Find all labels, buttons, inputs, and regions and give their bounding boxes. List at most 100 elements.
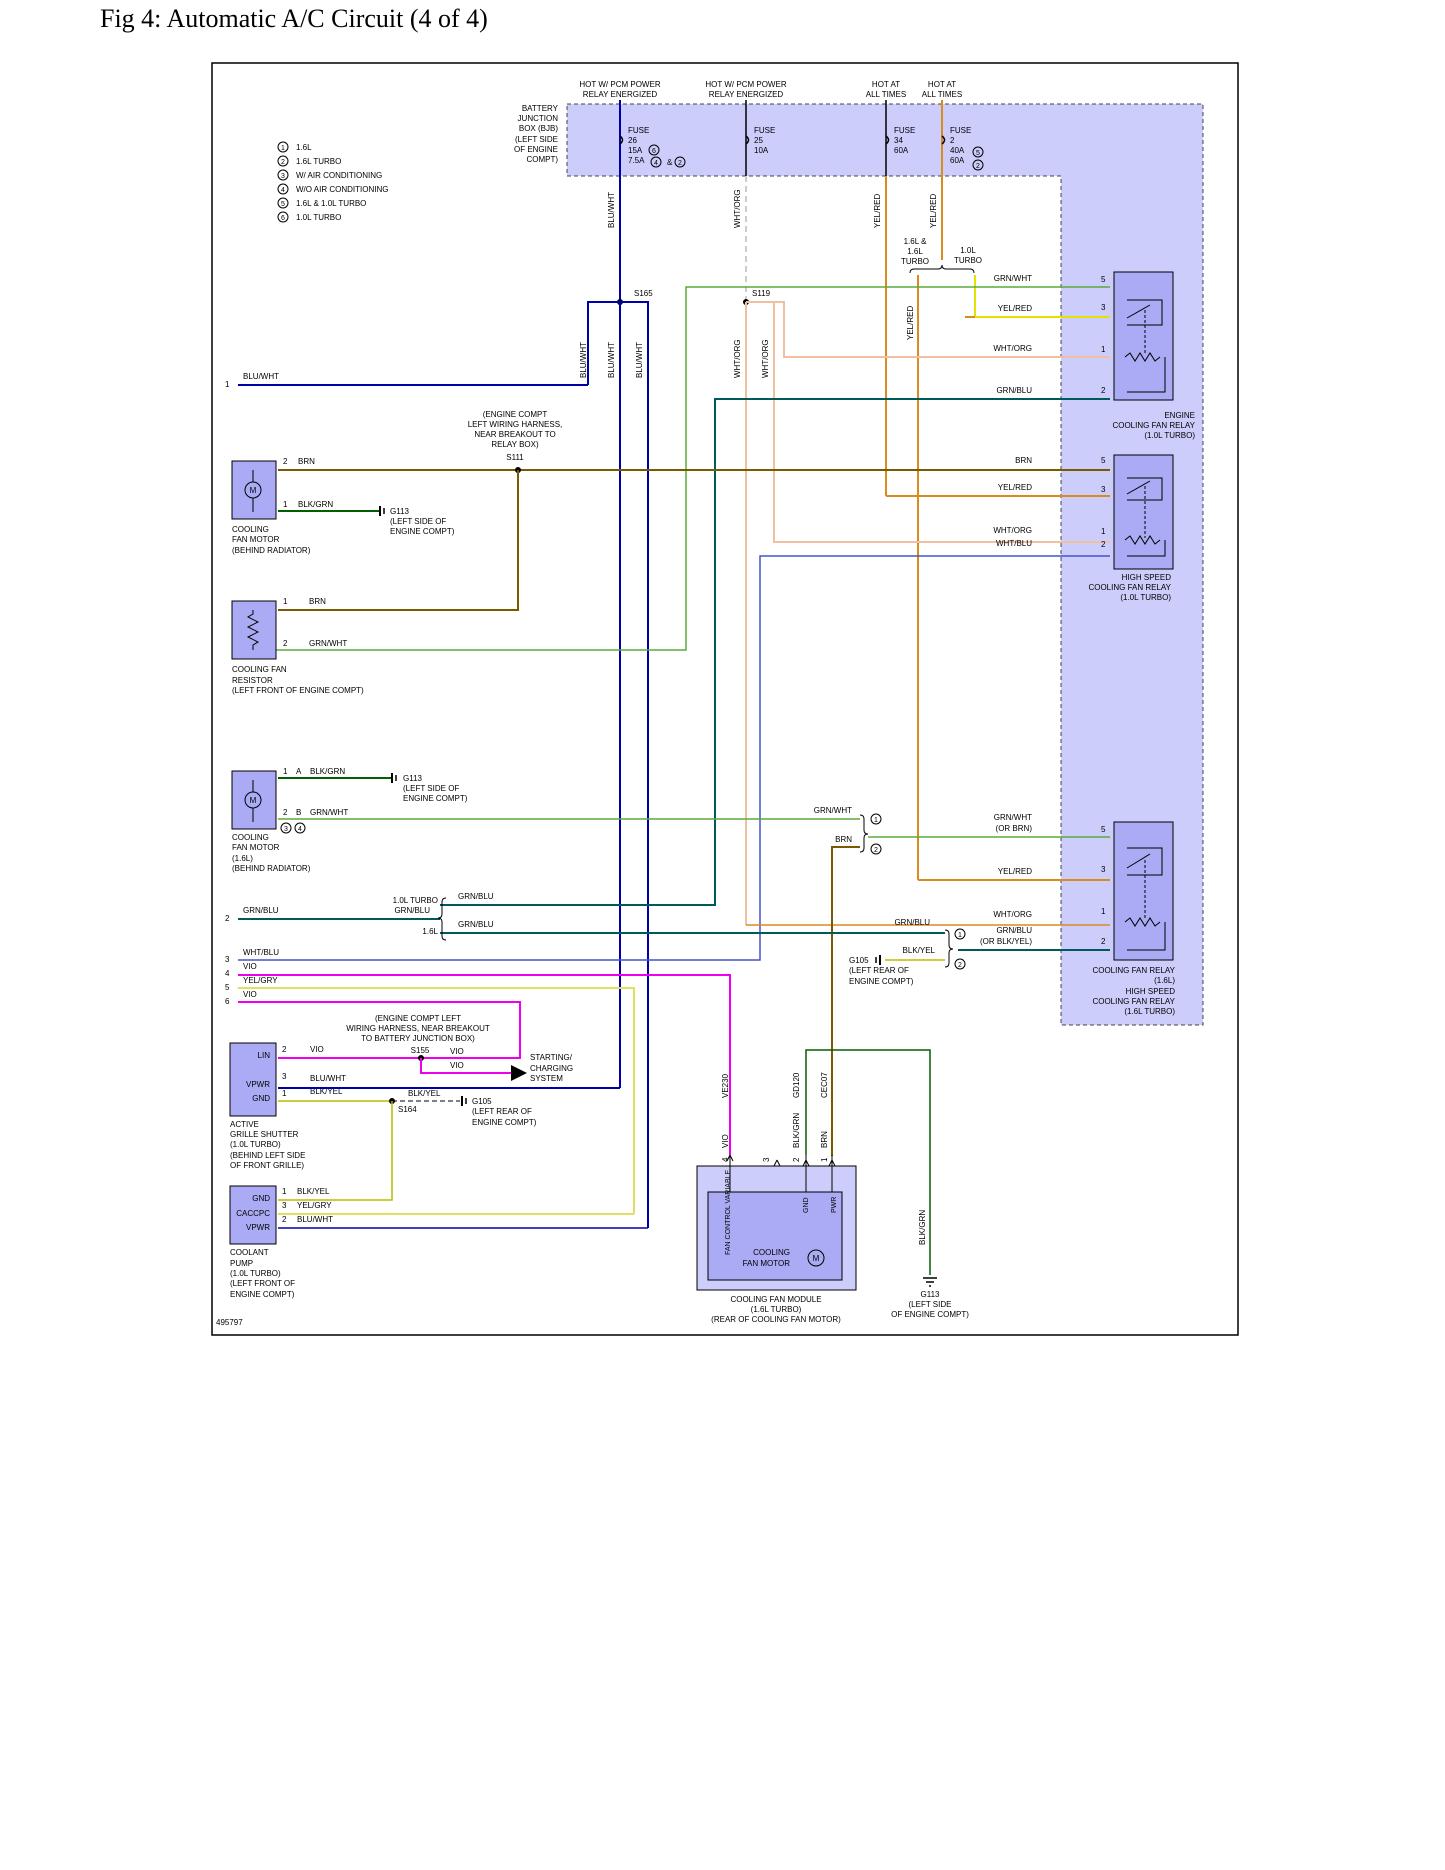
cooling-fan-resistor: 1 BRN 2 GRN/WHT COOLING FAN RESISTOR (LE… xyxy=(231,597,364,695)
svg-text:S155: S155 xyxy=(411,1046,430,1055)
svg-text:HOT AT: HOT AT xyxy=(872,80,900,89)
svg-text:HIGH SPEED: HIGH SPEED xyxy=(1126,987,1176,996)
svg-text:(LEFT SIDE: (LEFT SIDE xyxy=(515,135,558,144)
svg-text:(REAR OF COOLING FAN MOTOR): (REAR OF COOLING FAN MOTOR) xyxy=(711,1315,841,1324)
svg-text:BRN: BRN xyxy=(820,1131,829,1148)
svg-text:25: 25 xyxy=(754,136,763,145)
svg-text:YEL/RED: YEL/RED xyxy=(998,304,1032,313)
svg-text:1: 1 xyxy=(1101,527,1106,536)
svg-text:2: 2 xyxy=(281,159,285,166)
svg-text:YEL/RED: YEL/RED xyxy=(929,194,938,228)
svg-text:(1.0L TURBO): (1.0L TURBO) xyxy=(230,1140,281,1149)
ground-g105-top: G105 (LEFT REAR OF ENGINE COMPT) xyxy=(849,955,914,986)
svg-text:BLU/WHT: BLU/WHT xyxy=(310,1074,346,1083)
svg-text:15A: 15A xyxy=(628,146,643,155)
svg-text:GRN/BLU: GRN/BLU xyxy=(458,920,494,929)
svg-text:G113: G113 xyxy=(403,774,423,783)
svg-text:1: 1 xyxy=(282,1089,287,1098)
svg-text:HOT W/ PCM POWER: HOT W/ PCM POWER xyxy=(579,80,660,89)
svg-text:STARTING/: STARTING/ xyxy=(530,1053,573,1062)
svg-text:ENGINE: ENGINE xyxy=(1164,411,1195,420)
svg-text:2: 2 xyxy=(282,1215,287,1224)
svg-text:BLK/GRN: BLK/GRN xyxy=(918,1210,927,1245)
svg-text:3: 3 xyxy=(1101,865,1106,874)
svg-text:2: 2 xyxy=(283,808,288,817)
svg-text:BLU/WHT: BLU/WHT xyxy=(607,192,616,228)
cooling-fan-motor-16l: M 1 A BLK/GRN 2 B GRN/WHT 3 4 COOLING FA… xyxy=(231,767,860,873)
svg-text:BLK/YEL: BLK/YEL xyxy=(408,1089,441,1098)
svg-text:1.6L: 1.6L xyxy=(907,247,923,256)
svg-text:2: 2 xyxy=(1101,540,1106,549)
svg-text:VIO: VIO xyxy=(450,1061,464,1070)
svg-text:WHT/ORG: WHT/ORG xyxy=(761,339,770,378)
ground-g105-bottom: G105 (LEFT REAR OF ENGINE COMPT) xyxy=(461,1096,537,1127)
svg-text:3: 3 xyxy=(1101,303,1106,312)
svg-text:10A: 10A xyxy=(754,146,769,155)
svg-text:GRN/BLU: GRN/BLU xyxy=(394,906,430,915)
svg-text:(OR BRN): (OR BRN) xyxy=(996,824,1033,833)
svg-text:2: 2 xyxy=(1101,937,1106,946)
svg-text:(LEFT SIDE: (LEFT SIDE xyxy=(909,1300,952,1309)
fuse-34: HOT AT ALL TIMES FUSE 34 60A YEL/RED xyxy=(866,80,915,496)
engine-cooling-fan-relay: 5 3 1 2 ENGINE COOLING FAN RELAY (1.0L T… xyxy=(1101,271,1196,440)
splice-s165: S165 BLU/WHT BLU/WHT BLU/WHT xyxy=(579,289,653,1228)
svg-text:(1.6L TURBO): (1.6L TURBO) xyxy=(1124,1007,1175,1016)
cooling-fan-module: M COOLING FAN MOTOR FAN CONTROL VARIABLE… xyxy=(696,1049,931,1324)
svg-text:GRN/WHT: GRN/WHT xyxy=(814,806,852,815)
svg-text:3: 3 xyxy=(282,1072,287,1081)
svg-text:HOT W/ PCM POWER: HOT W/ PCM POWER xyxy=(705,80,786,89)
svg-text:2: 2 xyxy=(282,1045,287,1054)
svg-text:M: M xyxy=(250,486,257,495)
svg-text:(ENGINE COMPT LEFT: (ENGINE COMPT LEFT xyxy=(375,1014,461,1023)
svg-text:(LEFT FRONT OF ENGINE COMPT): (LEFT FRONT OF ENGINE COMPT) xyxy=(232,686,364,695)
svg-text:TO BATTERY JUNCTION BOX): TO BATTERY JUNCTION BOX) xyxy=(361,1034,475,1043)
svg-text:2: 2 xyxy=(1101,386,1106,395)
svg-text:RELAY ENERGIZED: RELAY ENERGIZED xyxy=(709,90,784,99)
svg-text:7.5A: 7.5A xyxy=(628,156,645,165)
svg-text:CACCPC: CACCPC xyxy=(236,1209,270,1218)
svg-text:1.6L: 1.6L xyxy=(296,143,312,152)
svg-text:ENGINE COMPT): ENGINE COMPT) xyxy=(472,1118,537,1127)
svg-text:GRN/BLU: GRN/BLU xyxy=(996,386,1032,395)
svg-text:4: 4 xyxy=(721,1157,730,1162)
svg-text:GRN/WHT: GRN/WHT xyxy=(994,813,1032,822)
svg-text:WHT/BLU: WHT/BLU xyxy=(996,539,1032,548)
svg-text:ENGINE COMPT): ENGINE COMPT) xyxy=(403,794,468,803)
svg-text:ENGINE COMPT): ENGINE COMPT) xyxy=(390,527,455,536)
option-selector-2pin: GRN/BLU BLK/YEL 1 2 xyxy=(440,918,966,970)
svg-text:YEL/GRY: YEL/GRY xyxy=(243,976,278,985)
high-relay-wires: BRN YEL/RED WHT/ORG WHT/BLU xyxy=(886,456,1110,548)
cooling-fan-relay-16l: 5 3 1 2 COOLING FAN RELAY (1.6L) HIGH SP… xyxy=(1092,821,1176,1016)
svg-text:G105: G105 xyxy=(472,1097,492,1106)
svg-text:COOLING FAN MODULE: COOLING FAN MODULE xyxy=(730,1295,821,1304)
svg-text:FUSE: FUSE xyxy=(950,126,971,135)
svg-text:ENGINE COMPT): ENGINE COMPT) xyxy=(230,1290,295,1299)
bjb-label: BATTERY JUNCTION BOX (BJB) (LEFT SIDE OF… xyxy=(514,104,559,164)
figure-id: 495797 xyxy=(216,1318,243,1327)
svg-text:1.6L TURBO: 1.6L TURBO xyxy=(296,157,341,166)
svg-text:GRN/WHT: GRN/WHT xyxy=(310,808,348,817)
svg-text:GRN/BLU: GRN/BLU xyxy=(458,892,494,901)
svg-text:COOLING: COOLING xyxy=(232,525,269,534)
svg-text:W/O AIR CONDITIONING: W/O AIR CONDITIONING xyxy=(296,185,388,194)
svg-text:BLK/YEL: BLK/YEL xyxy=(310,1087,343,1096)
svg-text:TURBO: TURBO xyxy=(901,257,929,266)
svg-text:W/ AIR CONDITIONING: W/ AIR CONDITIONING xyxy=(296,171,382,180)
svg-text:HIGH SPEED: HIGH SPEED xyxy=(1122,573,1172,582)
fuse-25: HOT W/ PCM POWER RELAY ENERGIZED FUSE 25… xyxy=(705,80,787,300)
active-grille-shutter: LIN VPWR GND 2 VIO 3 BLU/WHT 1 BLK/YEL A… xyxy=(229,1042,346,1170)
option-selector-5pin: GRN/WHT BRN 1 2 xyxy=(814,806,882,1156)
svg-text:PUMP: PUMP xyxy=(230,1259,253,1268)
svg-text:(1.0L TURBO): (1.0L TURBO) xyxy=(1120,593,1171,602)
svg-text:S119: S119 xyxy=(752,289,771,298)
svg-text:FUSE: FUSE xyxy=(628,126,649,135)
svg-text:1.0L: 1.0L xyxy=(960,246,976,255)
svg-text:1: 1 xyxy=(874,817,878,824)
svg-text:VIO: VIO xyxy=(310,1045,324,1054)
svg-text:COOLING: COOLING xyxy=(232,833,269,842)
svg-text:BLK/GRN: BLK/GRN xyxy=(310,767,345,776)
svg-text:4: 4 xyxy=(654,160,658,167)
svg-text:COOLING FAN RELAY: COOLING FAN RELAY xyxy=(1112,421,1195,430)
